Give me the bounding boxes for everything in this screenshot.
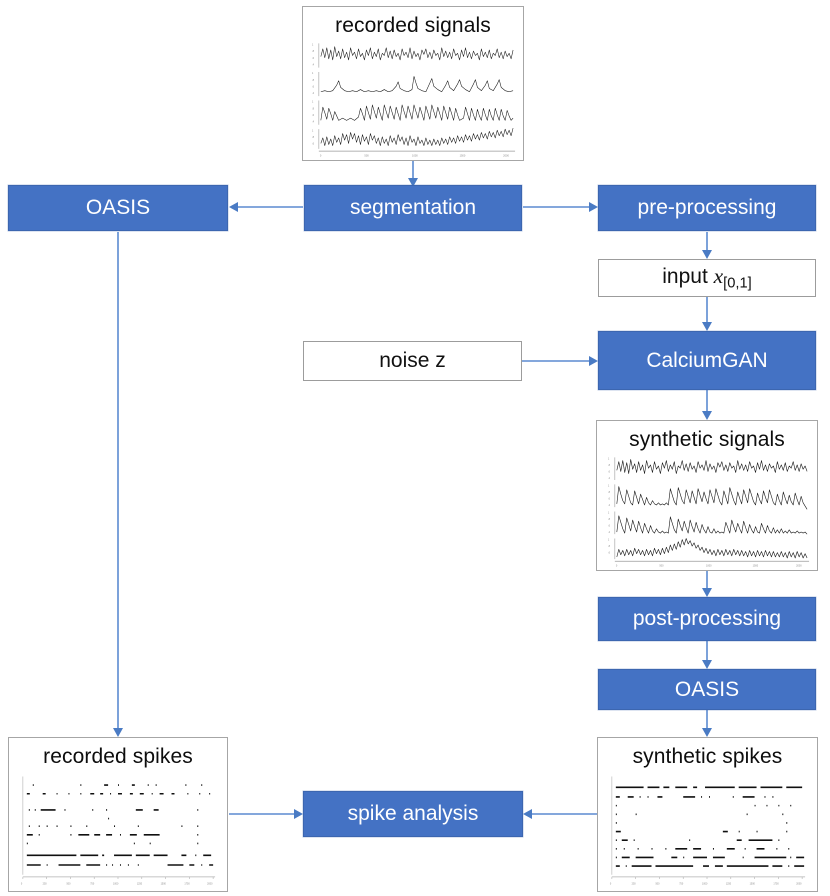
- panel-synthetic-spikes: synthetic spikes 0 250 500 750 1000 1250 150…: [597, 737, 818, 892]
- node-calciumgan-label: CalciumGAN: [646, 348, 768, 372]
- svg-text:1750: 1750: [184, 882, 190, 885]
- svg-text:250: 250: [43, 882, 48, 885]
- synthetic-spikes-raster: 0 250 500 750 1000 1250 1500 1750 2000: [598, 770, 817, 891]
- svg-text:1: 1: [608, 511, 610, 515]
- svg-text:.8: .8: [608, 490, 611, 494]
- svg-text:250: 250: [632, 882, 637, 885]
- svg-text:1: 1: [312, 128, 314, 132]
- svg-text:.6: .6: [608, 551, 611, 555]
- svg-text:.6: .6: [312, 56, 315, 60]
- panel-recorded-spikes: recorded spikes 0 250 500 750 1000 1250 1500…: [8, 737, 228, 892]
- svg-text:1250: 1250: [726, 882, 732, 885]
- svg-text:2000: 2000: [796, 564, 802, 568]
- svg-text:.4: .4: [608, 503, 611, 507]
- svg-text:.8: .8: [312, 78, 315, 82]
- svg-text:.4: .4: [312, 91, 315, 95]
- node-input-x-prefix: input: [662, 264, 714, 288]
- svg-text:0: 0: [320, 154, 322, 158]
- svg-text:.8: .8: [608, 517, 611, 521]
- svg-text:1000: 1000: [702, 882, 708, 885]
- svg-text:2000: 2000: [796, 882, 802, 885]
- svg-text:0: 0: [610, 882, 612, 885]
- recorded-signals-plot: 1 .8 .6 .4 1 .8 .6 .4 1 .8 .6 .4 1 .8 .6 0 500 1000 1…: [303, 39, 523, 160]
- node-input-x[interactable]: input x[0,1]: [598, 259, 816, 297]
- node-input-x-variable: x: [713, 263, 724, 288]
- recorded-spikes-raster: 0 250 500 750 1000 1250 1500 1750 2000: [9, 770, 227, 891]
- node-input-x-label: input x[0,1]: [662, 263, 752, 292]
- svg-text:.6: .6: [312, 84, 315, 88]
- synthetic-signals-plot: 1 .8 .6 .4 1 .8 .6 .4 1 .8 .6 .4 1 .8 .6 0 500 1000 1…: [597, 453, 817, 570]
- node-calciumgan[interactable]: CalciumGAN: [598, 331, 816, 390]
- node-post-processing-label: post-processing: [632, 607, 782, 631]
- svg-text:1: 1: [608, 538, 610, 542]
- node-post-processing[interactable]: post-processing: [598, 597, 816, 641]
- svg-text:.8: .8: [312, 49, 315, 53]
- svg-text:1: 1: [312, 43, 314, 47]
- svg-text:0: 0: [616, 564, 618, 568]
- svg-text:.6: .6: [608, 497, 611, 501]
- svg-text:2000: 2000: [503, 154, 509, 158]
- svg-text:1750: 1750: [773, 882, 779, 885]
- node-segmentation[interactable]: segmentation: [304, 185, 522, 231]
- svg-text:.6: .6: [312, 141, 315, 145]
- svg-text:500: 500: [364, 154, 369, 158]
- svg-text:.4: .4: [608, 476, 611, 480]
- svg-text:500: 500: [659, 564, 664, 568]
- panel-synthetic-signals-title: synthetic signals: [629, 428, 785, 451]
- svg-text:1250: 1250: [137, 882, 143, 885]
- svg-text:.6: .6: [608, 469, 611, 473]
- node-oasis-right[interactable]: OASIS: [598, 669, 816, 710]
- node-oasis-right-label: OASIS: [674, 677, 740, 701]
- svg-text:1500: 1500: [460, 154, 466, 158]
- svg-text:1000: 1000: [113, 882, 119, 885]
- svg-text:1: 1: [608, 484, 610, 488]
- panel-recorded-spikes-title: recorded spikes: [43, 745, 193, 768]
- svg-text:.8: .8: [312, 135, 315, 139]
- svg-text:500: 500: [655, 882, 660, 885]
- node-noise-z-label: noise z: [379, 349, 446, 373]
- svg-text:.4: .4: [608, 530, 611, 534]
- svg-text:1000: 1000: [412, 154, 418, 158]
- panel-recorded-signals: recorded signals 1 .8 .6 .4 1 .8 .6 .4 1 .8 .6 .4…: [302, 6, 524, 161]
- node-spike-analysis-label: spike analysis: [347, 802, 479, 826]
- panel-synthetic-signals: synthetic signals 1 .8 .6 .4 1 .8 .6 .4 1 .8 .6.…: [596, 420, 818, 571]
- svg-text:1: 1: [312, 100, 314, 104]
- node-oasis-left-label: OASIS: [85, 196, 151, 220]
- svg-text:1000: 1000: [706, 564, 712, 568]
- svg-text:.4: .4: [312, 62, 315, 66]
- svg-text:750: 750: [90, 882, 95, 885]
- svg-text:.6: .6: [608, 524, 611, 528]
- svg-text:1: 1: [608, 456, 610, 460]
- svg-text:1500: 1500: [161, 882, 167, 885]
- node-spike-analysis[interactable]: spike analysis: [303, 791, 523, 837]
- svg-text:1500: 1500: [750, 882, 756, 885]
- svg-text:500: 500: [66, 882, 71, 885]
- svg-text:2000: 2000: [207, 882, 213, 885]
- node-oasis-left[interactable]: OASIS: [8, 185, 228, 231]
- svg-text:.8: .8: [608, 463, 611, 467]
- svg-text:.8: .8: [312, 106, 315, 110]
- svg-text:.8: .8: [608, 544, 611, 548]
- svg-text:0: 0: [21, 882, 23, 885]
- node-noise-z[interactable]: noise z: [303, 341, 522, 381]
- svg-text:750: 750: [679, 882, 684, 885]
- node-pre-processing[interactable]: pre-processing: [598, 185, 816, 231]
- svg-text:1: 1: [312, 71, 314, 75]
- node-pre-processing-label: pre-processing: [637, 196, 777, 220]
- svg-text:1500: 1500: [753, 564, 759, 568]
- panel-recorded-signals-title: recorded signals: [335, 14, 491, 37]
- svg-text:.4: .4: [312, 119, 315, 123]
- node-segmentation-label: segmentation: [349, 196, 477, 220]
- node-input-x-subscript: [0,1]: [723, 275, 752, 292]
- svg-text:.6: .6: [312, 113, 315, 117]
- panel-synthetic-spikes-title: synthetic spikes: [632, 745, 783, 768]
